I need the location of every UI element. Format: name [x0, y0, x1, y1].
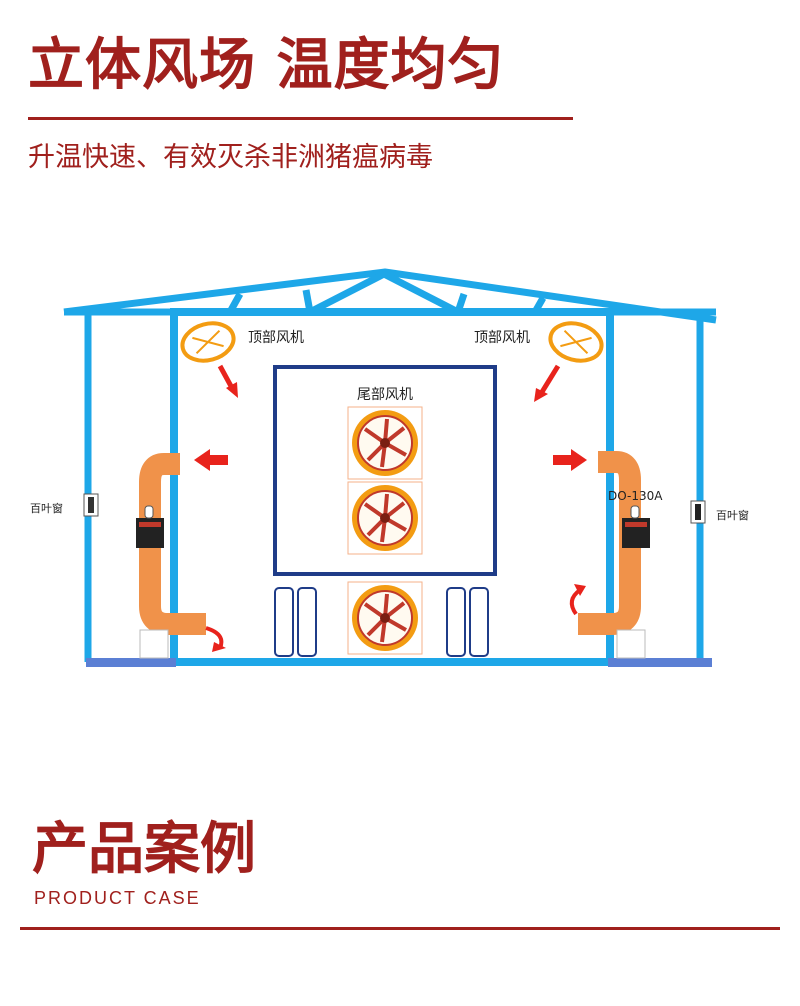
title-divider	[28, 117, 573, 120]
louver-left	[83, 493, 99, 517]
page-title: 立体风场 温度均匀	[28, 33, 505, 98]
outer-walls	[84, 312, 704, 662]
tail-fan-3	[347, 581, 423, 655]
top-fan-left	[180, 321, 236, 363]
top-fan-right-label: 顶部风机	[474, 330, 530, 346]
top-fan-right	[548, 321, 604, 363]
tail-fan-box	[273, 365, 497, 576]
case-divider	[20, 927, 780, 930]
floor-left	[86, 658, 176, 667]
tail-fan-2	[347, 481, 423, 555]
drying-chamber	[170, 308, 614, 666]
drying-room-diagram: 尾部风机 顶部风机 顶部风机	[30, 268, 749, 667]
rack-right	[446, 587, 489, 657]
page-subtitle: 升温快速、有效灭杀非洲猪瘟病毒	[28, 142, 433, 173]
tail-fan-1	[347, 406, 423, 480]
tail-fan-label: 尾部风机	[357, 387, 413, 403]
louver-right	[690, 500, 706, 524]
case-section-title: 产品案例	[32, 817, 256, 882]
heater-model-label: DO-130A	[608, 489, 663, 503]
louver-left-label: 百叶窗	[30, 501, 63, 515]
airflow-arrows	[194, 364, 587, 652]
case-section-subtitle: PRODUCT CASE	[34, 888, 201, 908]
top-fan-left-label: 顶部风机	[248, 330, 304, 346]
rack-left	[274, 587, 317, 657]
floor-right	[608, 658, 712, 667]
louver-right-label: 百叶窗	[716, 508, 749, 522]
heater-unit-left	[136, 505, 169, 659]
heater-unit-right	[616, 505, 650, 659]
